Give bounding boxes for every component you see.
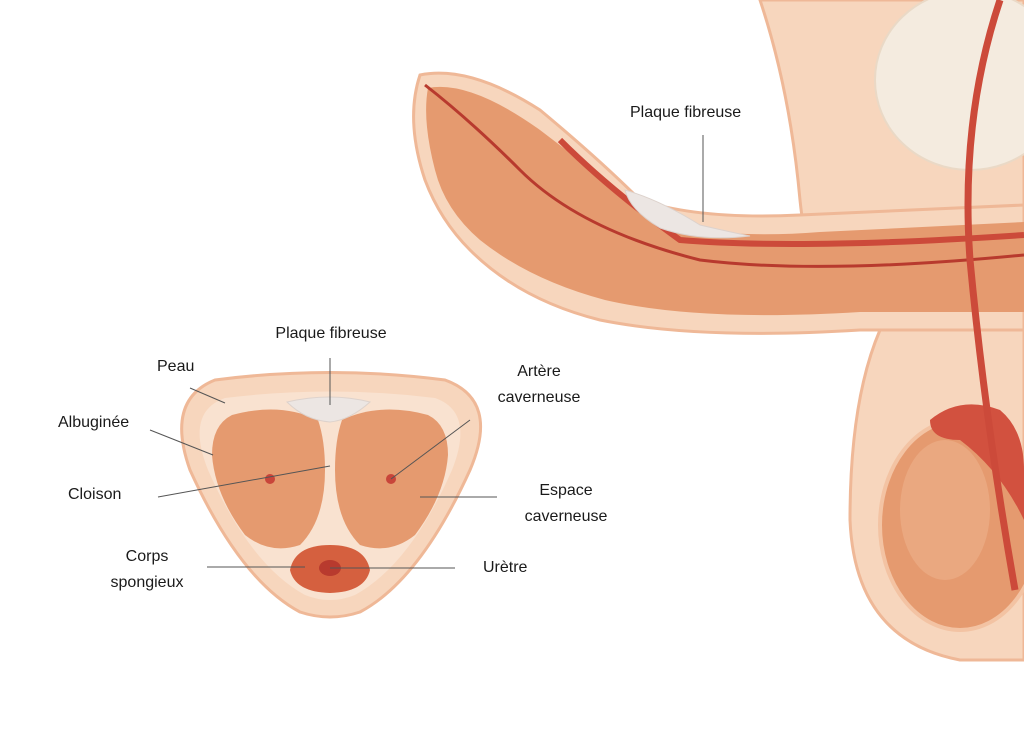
skin-label: Peau [157, 358, 195, 375]
spongy-body-label-2: spongieux [110, 574, 184, 591]
left-artery-dot [265, 474, 275, 484]
septum-label: Cloison [68, 486, 122, 503]
cavernous-space-label-2: caverneuse [524, 508, 608, 525]
urethra-label: Urètre [483, 559, 528, 576]
spongy-body-label-1: Corps [125, 548, 169, 565]
epididymis [930, 404, 1024, 520]
side-view [412, 0, 1024, 662]
dorsal-artery [557, 137, 1024, 247]
side-plaque [624, 189, 751, 239]
artery-label-2: caverneuse [497, 389, 581, 406]
plaque-label: Plaque fibreuse [275, 325, 387, 342]
side-plaque-label: Plaque fibreuse [630, 104, 742, 121]
corpus-cavernosum [426, 86, 1024, 316]
spermatic-artery [964, 0, 1019, 591]
plaque-shape [286, 396, 372, 423]
artery-side [424, 83, 1024, 268]
testis-highlight [900, 440, 990, 580]
cross-section [149, 358, 497, 619]
artery-label-1: Artère [517, 363, 561, 380]
albuginea-label: Albuginée [58, 414, 130, 431]
leader-lines [149, 358, 497, 569]
cavernous-space-label-1: Espace [539, 482, 593, 499]
